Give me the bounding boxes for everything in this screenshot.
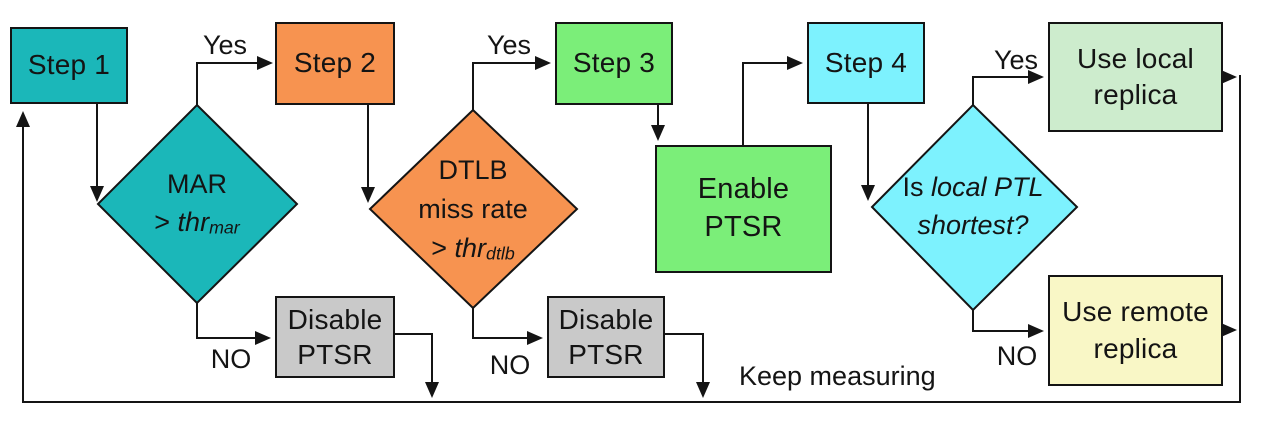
edge-label-no-3: NO (996, 341, 1038, 371)
edge-mar-yes-to-step2 (196, 56, 273, 105)
edge-dtlb-no-to-disable2 (472, 308, 543, 345)
node-step3: Step 3 (555, 22, 673, 105)
node-disable-ptsr-2: Disable PTSR (547, 296, 665, 378)
edge-label-yes-1: Yes (202, 30, 248, 60)
edge-label-yes-2: Yes (486, 30, 532, 60)
edge-localptl-yes-to-uselocal (972, 70, 1044, 105)
edge-enable-to-step4 (742, 56, 803, 146)
decision-local-ptl-diamond (870, 103, 1079, 312)
edge-mar-no-to-disable1 (196, 303, 271, 345)
node-enable-ptsr: Enable PTSR (655, 145, 832, 273)
edge-label-no-2: NO (489, 350, 531, 380)
edge-disable1-to-loop (395, 333, 439, 398)
edge-label-no-1: NO (210, 344, 252, 374)
node-step4: Step 4 (807, 22, 925, 104)
decision-mar-diamond (96, 103, 299, 305)
edge-localptl-no-to-useremote (972, 310, 1044, 338)
edge-feedback-loop-to-step1 (16, 75, 1241, 403)
edge-dtlb-yes-to-step3 (472, 56, 551, 110)
node-step2: Step 2 (275, 22, 395, 105)
node-use-remote-replica: Use remote replica (1048, 275, 1223, 386)
node-use-local-replica: Use local replica (1048, 22, 1223, 132)
node-disable-ptsr-1: Disable PTSR (275, 296, 395, 378)
edge-label-keep-measuring: Keep measuring (739, 361, 936, 391)
edge-disable2-to-loop (665, 333, 710, 398)
node-step1: Step 1 (10, 27, 128, 104)
decision-dtlb-diamond (368, 108, 579, 310)
edge-label-yes-3: Yes (993, 45, 1039, 75)
